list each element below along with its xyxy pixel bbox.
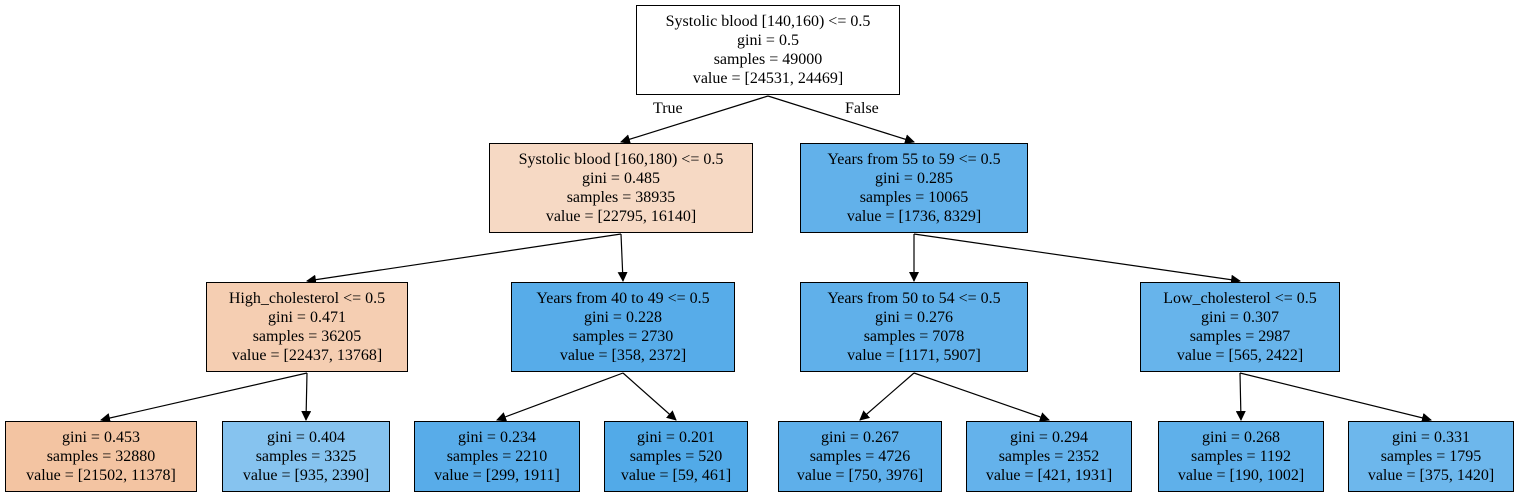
edge-n4-n9 xyxy=(496,372,624,422)
edge-label-false: False xyxy=(845,100,879,117)
node-line: gini = 0.267 xyxy=(821,429,899,446)
node-line: value = [1171, 5907] xyxy=(847,347,981,364)
tree-node-n3: High_cholesterol <= 0.5 gini = 0.471 sampl… xyxy=(206,282,408,372)
node-line: samples = 1192 xyxy=(1191,448,1291,465)
edge-n0-n2 xyxy=(767,95,915,145)
node-line: gini = 0.294 xyxy=(1010,429,1088,446)
edge-label-true: True xyxy=(653,100,683,117)
edge-n1-n3 xyxy=(306,233,622,285)
node-line: samples = 36205 xyxy=(252,328,362,345)
node-line: gini = 0.201 xyxy=(637,429,715,446)
node-line: gini = 0.404 xyxy=(267,429,345,446)
node-line: gini = 0.5 xyxy=(737,32,799,49)
edge-n6-n14 xyxy=(1239,372,1432,423)
node-line: gini = 0.453 xyxy=(62,429,140,446)
tree-node-n4: Years from 40 to 49 <= 0.5 gini = 0.228 sa… xyxy=(511,282,735,372)
edge-n5-n12 xyxy=(913,372,1050,422)
node-line: Systolic blood [160,180) <= 0.5 xyxy=(518,151,724,168)
node-line: value = [1736, 8329] xyxy=(846,208,982,225)
node-line: value = [375, 1420] xyxy=(1367,467,1495,484)
node-line: value = [565, 2422] xyxy=(1176,347,1304,364)
node-line: value = [750, 3976] xyxy=(796,467,924,484)
node-line: gini = 0.307 xyxy=(1201,309,1279,326)
tree-node-n6: Low_cholesterol <= 0.5 gini = 0.307 sample… xyxy=(1140,282,1340,372)
node-line: value = [22437, 13768] xyxy=(231,347,383,364)
tree-node-n8: gini = 0.404 samples = 3325 value = [935, … xyxy=(222,421,390,492)
tree-node-n13: gini = 0.268 samples = 1192 value = [190, … xyxy=(1158,421,1324,492)
node-line: value = [358, 2372] xyxy=(559,347,687,364)
tree-node-n2: Years from 55 to 59 <= 0.5 gini = 0.285 sa… xyxy=(800,143,1028,233)
node-line: gini = 0.471 xyxy=(268,309,346,326)
node-line: gini = 0.228 xyxy=(584,309,662,326)
node-line: samples = 49000 xyxy=(713,51,823,68)
node-line: samples = 10065 xyxy=(859,189,969,206)
node-line: samples = 38935 xyxy=(566,189,676,206)
node-line: samples = 7078 xyxy=(863,328,965,345)
tree-node-n7: gini = 0.453 samples = 32880 value = [2150… xyxy=(5,421,197,492)
node-line: value = [21502, 11378] xyxy=(26,467,176,484)
node-line: Systolic blood [140,160) <= 0.5 xyxy=(665,13,871,30)
node-line: gini = 0.485 xyxy=(582,170,660,187)
edge-n5-n11 xyxy=(859,372,915,421)
node-line: Years from 50 to 54 <= 0.5 xyxy=(827,290,1001,307)
edge-n1-n4 xyxy=(617,233,628,282)
node-line: samples = 2352 xyxy=(998,448,1100,465)
node-line: samples = 2210 xyxy=(446,448,548,465)
edge-n0-n1 xyxy=(620,95,769,145)
tree-node-n12: gini = 0.294 samples = 2352 value = [421, … xyxy=(966,421,1132,492)
node-line: samples = 1795 xyxy=(1380,448,1482,465)
tree-node-n5: Years from 50 to 54 <= 0.5 gini = 0.276 sa… xyxy=(800,282,1028,372)
edge-n4-n10 xyxy=(622,372,677,421)
edge-n3-n8 xyxy=(301,372,312,421)
node-line: Years from 55 to 59 <= 0.5 xyxy=(827,151,1001,168)
node-line: samples = 2987 xyxy=(1189,328,1291,345)
edge-n3-n7 xyxy=(100,372,308,423)
tree-node-n0: Systolic blood [140,160) <= 0.5 gini = 0.… xyxy=(636,5,900,95)
node-line: Years from 40 to 49 <= 0.5 xyxy=(536,290,710,307)
node-line: samples = 520 xyxy=(629,448,723,465)
node-line: value = [935, 2390] xyxy=(242,467,370,484)
node-line: gini = 0.285 xyxy=(875,170,953,187)
tree-node-n14: gini = 0.331 samples = 1795 value = [375, … xyxy=(1348,421,1514,492)
node-line: value = [299, 1911] xyxy=(434,467,560,484)
edge-n6-n13 xyxy=(1235,372,1246,421)
node-line: samples = 3325 xyxy=(255,448,357,465)
edge-n2-n6 xyxy=(913,233,1241,285)
node-line: Low_cholesterol <= 0.5 xyxy=(1163,290,1317,307)
tree-node-n9: gini = 0.234 samples = 2210 value = [299, … xyxy=(414,421,580,492)
node-line: value = [421, 1931] xyxy=(985,467,1113,484)
node-line: value = [22795, 16140] xyxy=(545,208,697,225)
tree-node-n1: Systolic blood [160,180) <= 0.5 gini = 0.… xyxy=(489,143,753,233)
node-line: value = [24531, 24469] xyxy=(692,70,844,87)
node-line: gini = 0.268 xyxy=(1202,429,1280,446)
node-line: value = [190, 1002] xyxy=(1177,467,1305,484)
node-line: samples = 2730 xyxy=(572,328,674,345)
node-line: High_cholesterol <= 0.5 xyxy=(228,290,386,307)
tree-node-n10: gini = 0.201 samples = 520 value = [59, 46… xyxy=(604,421,748,492)
node-line: samples = 32880 xyxy=(46,448,156,465)
node-line: samples = 4726 xyxy=(809,448,911,465)
node-line: gini = 0.331 xyxy=(1392,429,1470,446)
tree-node-n11: gini = 0.267 samples = 4726 value = [750, … xyxy=(778,421,942,492)
node-line: gini = 0.234 xyxy=(458,429,536,446)
node-line: value = [59, 461] xyxy=(620,467,732,484)
node-line: gini = 0.276 xyxy=(875,309,953,326)
